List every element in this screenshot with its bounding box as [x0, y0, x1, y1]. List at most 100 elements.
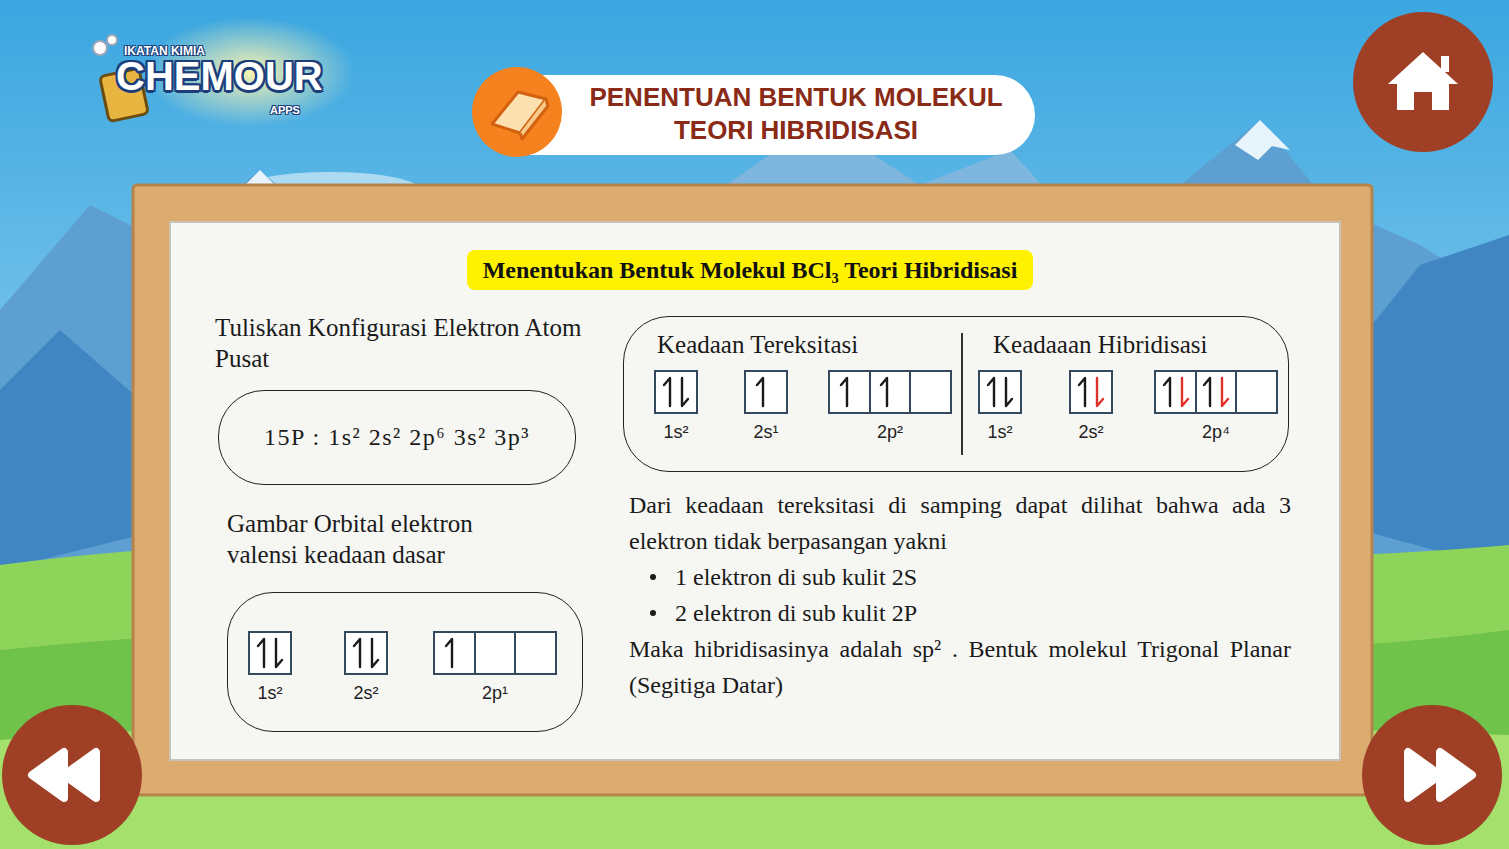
orbital-box: 1s²	[654, 370, 698, 443]
label-holder: APPS	[270, 104, 300, 117]
bullet-dot	[650, 574, 656, 580]
orbital-cells	[978, 370, 1022, 414]
logo-bubble	[107, 35, 117, 45]
orbital-label: 2s²	[344, 683, 388, 704]
orbital-box: 2p⁴	[1154, 370, 1278, 443]
snow-cap	[1235, 120, 1290, 160]
previous-icon	[64, 752, 96, 798]
panel-heading: Keadaan Tereksitasi	[657, 329, 858, 360]
orbital-cells	[1154, 370, 1278, 414]
logo-wordmark: CHEMOUR	[116, 53, 323, 99]
next-icon	[1408, 752, 1440, 798]
bullet-dot	[650, 610, 656, 616]
next-button	[1362, 705, 1502, 845]
orbital-label: 1s²	[978, 422, 1022, 443]
orbital-label: 1s²	[248, 683, 292, 704]
heading-holder: Keadaaan Hibridisasi	[993, 329, 1208, 360]
divider-line	[961, 333, 963, 455]
electron-diagram	[435, 633, 555, 673]
electron-arrow	[682, 378, 688, 406]
electron-arrow	[1204, 378, 1210, 406]
electron-arrow	[664, 378, 670, 406]
orbital-cells	[744, 370, 788, 414]
orbital-separator	[909, 372, 911, 412]
orbital-label: 2s¹	[744, 422, 788, 443]
orbital-box: 2s¹	[744, 370, 788, 443]
bullet-text: 1 elektron di sub kulit 2S	[675, 559, 1291, 595]
panel-heading: Keadaaan Hibridisasi	[993, 329, 1208, 360]
electron-arrow	[988, 378, 994, 406]
electron-diagram	[1071, 372, 1111, 412]
heading-holder: Keadaan Tereksitasi	[657, 329, 858, 360]
labelled-panel: Gambar Orbital elektron valensi keadaan …	[225, 508, 585, 736]
rounded-panel: 15P : 1s² 2s² 2p⁶ 3s² 3p³	[218, 390, 576, 485]
electron-diagram	[830, 372, 950, 412]
rounded-panel: Keadaan Tereksitasi Keadaaan Hibridisasi 1…	[623, 316, 1289, 472]
orbital-box: 2p¹	[433, 631, 557, 704]
banner-text: Menentukan Bentuk Molekul BCl₃ Teori Hib…	[483, 250, 1018, 290]
electron-arrow	[757, 378, 763, 406]
electron-arrow	[446, 639, 452, 667]
book-icon-side	[520, 99, 548, 139]
orbital-separator	[869, 372, 871, 412]
orbital-box: 2p²	[828, 370, 952, 443]
electron-arrow	[841, 378, 847, 406]
electron-arrow	[276, 639, 282, 667]
orbital-label: 1s²	[654, 422, 698, 443]
electron-arrow	[1164, 378, 1170, 406]
electron-diagram	[980, 372, 1020, 412]
electron-arrow	[1079, 378, 1085, 406]
title-icon-circle	[472, 67, 562, 157]
home-button	[1353, 12, 1493, 152]
orbital-box: 2s²	[344, 631, 388, 704]
panel-heading: Tuliskan Konfigurasi Elektron Atom Pusat	[213, 312, 587, 374]
orbital-separator	[1235, 372, 1237, 412]
orbital-label: 2p⁴	[1154, 422, 1278, 443]
previous-button	[2, 705, 142, 845]
orbital-separator	[514, 633, 516, 673]
explanation-block: Dari keadaan tereksitasi di samping dapa…	[629, 487, 1291, 703]
title-holder: PENENTUAN BENTUK MOLEKUL TEORI HIBRIDISA…	[562, 78, 1030, 150]
orbital-cells	[248, 631, 292, 675]
labelled-panel: Tuliskan Konfigurasi Elektron Atom Pusat…	[213, 312, 585, 489]
orbital-cells	[828, 370, 952, 414]
electron-arrow	[1222, 378, 1228, 406]
logo-apps: APPS	[270, 104, 300, 117]
title-banner: Menentukan Bentuk Molekul BCl₃ Teori Hib…	[467, 250, 1034, 290]
electron-diagram	[746, 372, 786, 412]
orbital-separator	[474, 633, 476, 673]
electron-arrow	[354, 639, 360, 667]
orbital-box: 1s²	[248, 631, 292, 704]
configuration-text: 15P : 1s² 2s² 2p⁶ 3s² 3p³	[264, 424, 530, 451]
whiteboard-frame	[133, 185, 1372, 795]
logo-bubble	[93, 41, 107, 55]
electron-arrow	[372, 639, 378, 667]
home-icon	[1388, 52, 1458, 110]
electron-diagram	[1156, 372, 1276, 412]
orbital-box: 2s²	[1069, 370, 1113, 443]
orbital-separator	[1195, 372, 1197, 412]
mountain-front	[1360, 235, 1509, 570]
orbital-cells	[344, 631, 388, 675]
electron-diagram	[656, 372, 696, 412]
electron-arrow	[1097, 378, 1103, 406]
electron-diagram	[346, 633, 386, 673]
paragraph-holder: 1 elektron di sub kulit 2S	[629, 559, 1291, 595]
orbital-cells	[433, 631, 557, 675]
home-icon-chimney	[1441, 56, 1449, 72]
orbital-label: 2s²	[1069, 422, 1113, 443]
bullet-text: 2 elektron di sub kulit 2P	[675, 595, 1291, 631]
page-title: PENENTUAN BENTUK MOLEKUL TEORI HIBRIDISA…	[576, 81, 1016, 147]
panel-heading: Gambar Orbital elektron valensi keadaan …	[225, 508, 539, 570]
next-icon	[1440, 752, 1472, 798]
paragraph-holder: Dari keadaan tereksitasi di samping dapa…	[629, 487, 1291, 559]
orbital-cells	[1069, 370, 1113, 414]
paragraph-text: Maka hibridisasinya adalah sp² . Bentuk …	[629, 631, 1291, 703]
electron-arrow	[1182, 378, 1188, 406]
orbital-cells	[654, 370, 698, 414]
orbital-label: 2p²	[828, 422, 952, 443]
previous-icon	[32, 752, 64, 798]
paragraph-holder: Maka hibridisasinya adalah sp² . Bentuk …	[629, 631, 1291, 703]
